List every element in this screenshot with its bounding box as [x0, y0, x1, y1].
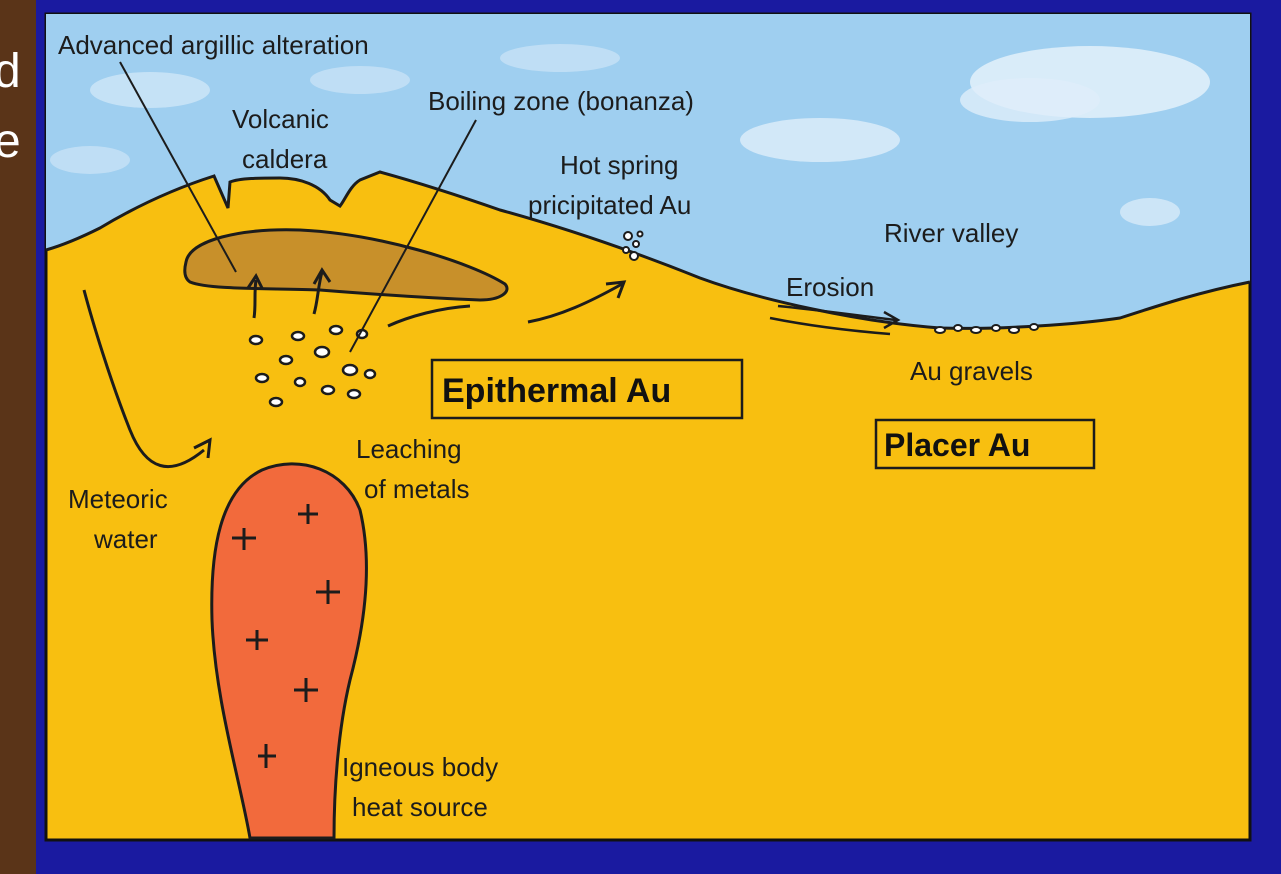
label-leaching-1: Leaching: [356, 434, 462, 464]
label-meteoric-1: Meteoric: [68, 484, 168, 514]
label-epithermal-au: Epithermal Au: [442, 372, 671, 410]
label-leaching-2: of metals: [364, 474, 470, 504]
label-boiling-zone: Boiling zone (bonanza): [428, 86, 694, 116]
label-hot-spring-1: Hot spring: [560, 150, 679, 180]
label-igneous-2: heat source: [352, 792, 488, 822]
label-caldera: caldera: [242, 144, 328, 174]
label-hot-spring-2: pricipitated Au: [528, 190, 691, 220]
label-erosion: Erosion: [786, 272, 874, 302]
label-river-valley: River valley: [884, 218, 1018, 248]
label-igneous-1: Igneous body: [342, 752, 498, 782]
label-placer-au: Placer Au: [884, 427, 1030, 463]
label-advanced-argillic: Advanced argillic alteration: [58, 30, 369, 60]
label-au-gravels: Au gravels: [910, 356, 1033, 386]
label-volcanic: Volcanic: [232, 104, 329, 134]
label-meteoric-2: water: [93, 524, 158, 554]
